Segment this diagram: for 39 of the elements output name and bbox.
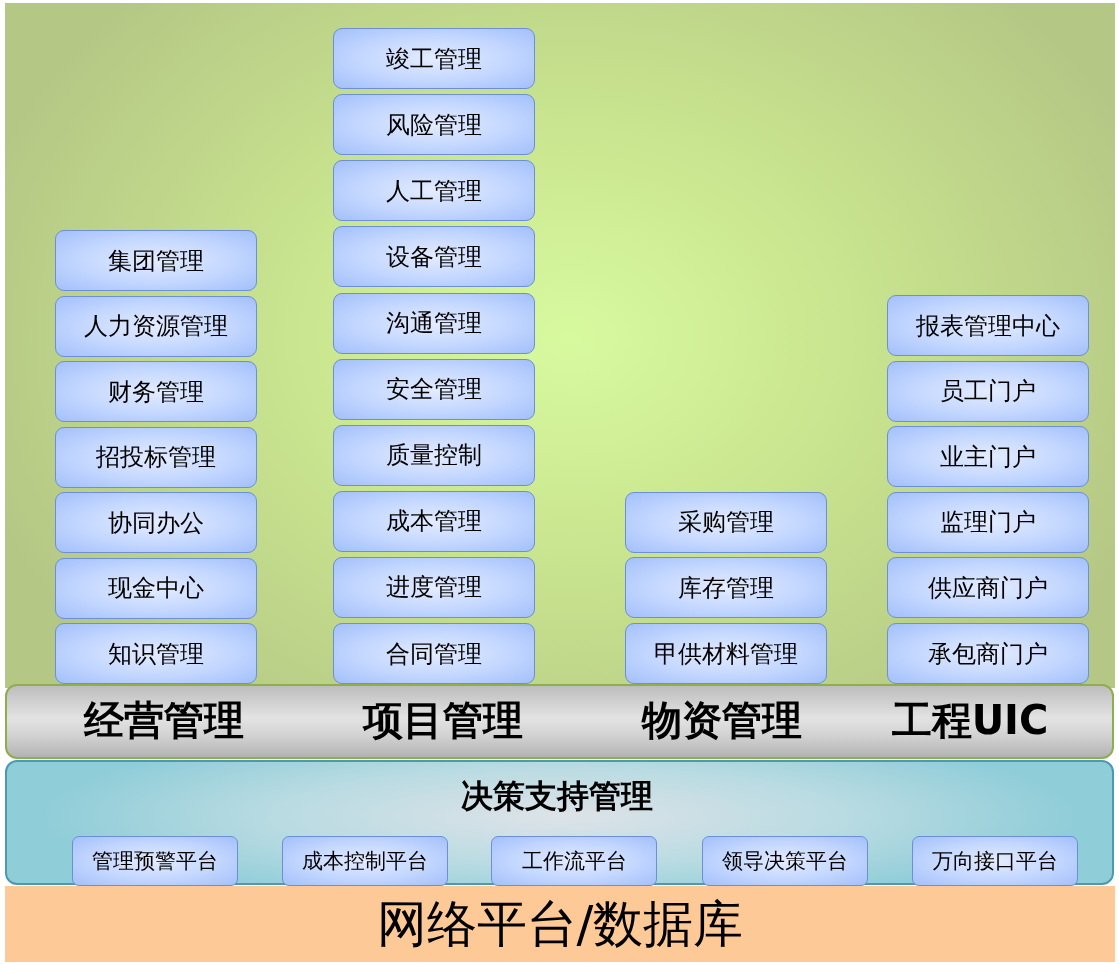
module-box: 人力资源管理 xyxy=(55,295,257,357)
module-box: 甲供材料管理 xyxy=(625,623,827,684)
column-heading: 物资管理 xyxy=(642,695,802,745)
module-box: 招投标管理 xyxy=(55,426,257,488)
module-box: 沟通管理 xyxy=(333,292,535,354)
module-box: 合同管理 xyxy=(333,623,535,684)
module-box: 进度管理 xyxy=(333,556,535,618)
module-box: 质量控制 xyxy=(333,424,535,486)
module-box: 竣工管理 xyxy=(333,28,535,90)
module-box: 现金中心 xyxy=(55,557,257,619)
module-box: 协同办公 xyxy=(55,492,257,553)
module-box: 风险管理 xyxy=(333,94,535,156)
module-box: 安全管理 xyxy=(333,358,535,420)
column-heading: 经营管理 xyxy=(84,695,244,745)
platform-box: 管理预警平台 xyxy=(72,836,238,886)
module-box: 报表管理中心 xyxy=(887,295,1089,356)
module-box: 集团管理 xyxy=(55,230,257,291)
module-box: 员工门户 xyxy=(887,360,1089,422)
module-box: 人工管理 xyxy=(333,160,535,222)
platform-box: 工作流平台 xyxy=(491,836,657,886)
module-box: 设备管理 xyxy=(333,226,535,288)
module-box: 成本管理 xyxy=(333,490,535,552)
module-box: 监理门户 xyxy=(887,491,1089,553)
layer-title: 决策支持管理 xyxy=(461,776,653,817)
module-box: 承包商门户 xyxy=(887,623,1089,684)
layer-band xyxy=(5,760,1114,885)
module-box: 库存管理 xyxy=(625,557,827,619)
module-box: 业主门户 xyxy=(887,426,1089,488)
module-box: 供应商门户 xyxy=(887,557,1089,619)
module-box: 财务管理 xyxy=(55,361,257,422)
layer-band xyxy=(5,684,1114,759)
platform-box: 成本控制平台 xyxy=(282,836,448,886)
platform-box: 领导决策平台 xyxy=(702,836,868,886)
column-heading: 项目管理 xyxy=(363,695,523,745)
module-box: 采购管理 xyxy=(625,491,827,553)
column-heading: 工程UIC xyxy=(891,695,1049,745)
platform-box: 万向接口平台 xyxy=(912,836,1078,886)
layer-band: 网络平台/数据库 xyxy=(5,886,1115,962)
module-box: 知识管理 xyxy=(55,623,257,684)
